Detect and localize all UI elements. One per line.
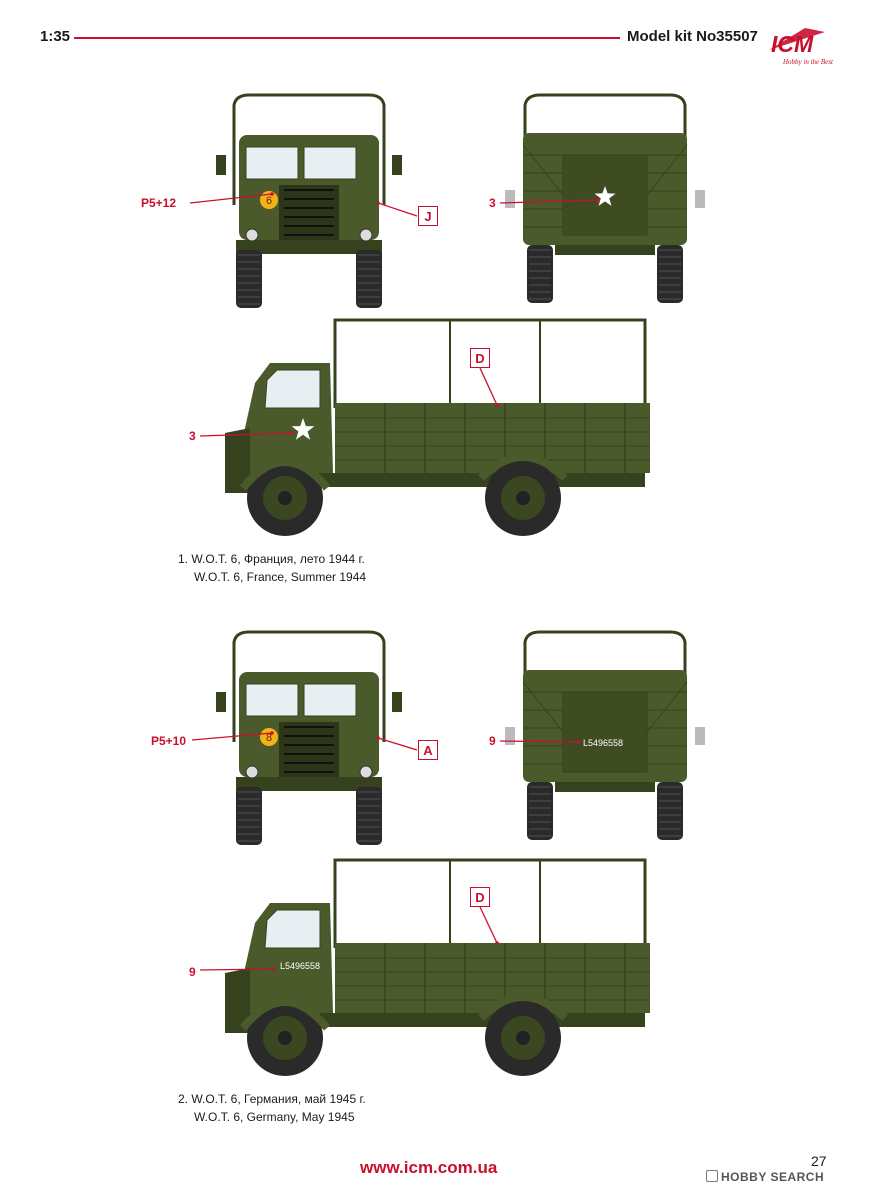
caption-1-line1: 1. W.O.T. 6, Франция, лето 1944 г. bbox=[178, 552, 365, 566]
truck-1-front-view: 6 bbox=[216, 93, 402, 308]
cargo-bed bbox=[335, 403, 650, 473]
caption-2-line1: 2. W.O.T. 6, Германия, май 1945 г. bbox=[178, 1092, 366, 1106]
headlight bbox=[359, 765, 373, 779]
truck-1-rear-view bbox=[505, 93, 705, 303]
callout-front-2: P5+10 bbox=[151, 734, 187, 748]
tire bbox=[356, 787, 382, 845]
mirror bbox=[505, 190, 515, 208]
header-rule bbox=[74, 37, 620, 39]
side-serial-plate: L5496558 bbox=[280, 961, 320, 971]
hub-cap bbox=[516, 1031, 530, 1045]
tire bbox=[527, 782, 553, 840]
bumper bbox=[236, 777, 382, 791]
part-box-front-2: A bbox=[418, 740, 438, 760]
mirror bbox=[392, 155, 402, 175]
tire bbox=[527, 245, 553, 303]
tire bbox=[657, 782, 683, 840]
cab-window bbox=[264, 369, 321, 409]
fender bbox=[478, 993, 568, 1021]
fender bbox=[239, 458, 331, 491]
headlight bbox=[245, 228, 259, 242]
mirror bbox=[392, 692, 402, 712]
bumper bbox=[236, 240, 382, 254]
headlight bbox=[245, 765, 259, 779]
white-star-icon bbox=[291, 418, 315, 440]
part-box-front-1: J bbox=[418, 206, 438, 226]
callout-front-1: P5+12 bbox=[141, 196, 177, 210]
icm-logo: ICM Hobby in the Best bbox=[769, 28, 834, 66]
mirror bbox=[695, 727, 705, 745]
truck-1-side-view bbox=[225, 318, 650, 536]
mirror bbox=[216, 692, 226, 712]
grille bbox=[279, 722, 339, 777]
caption-1: 1. W.O.T. 6, Франция, лето 1944 г. W.O.T… bbox=[178, 550, 366, 586]
grille bbox=[279, 185, 339, 240]
callout-side-2: 9 bbox=[189, 965, 196, 979]
truck-2-front-view: 8 bbox=[216, 630, 402, 845]
hub-cap bbox=[278, 1031, 292, 1045]
tire bbox=[356, 250, 382, 308]
headlight bbox=[359, 228, 373, 242]
truck-2-rear-view: L5496558 bbox=[505, 630, 705, 840]
windshield-left bbox=[245, 146, 299, 180]
icm-logo-text: ICM bbox=[771, 31, 814, 57]
hobbysearch-logo-icon bbox=[706, 1170, 718, 1182]
rear-axle bbox=[555, 245, 655, 255]
tire bbox=[657, 245, 683, 303]
hobbysearch-watermark: HOBBY SEARCH bbox=[706, 1170, 824, 1184]
windshield-right bbox=[303, 683, 357, 717]
mirror bbox=[695, 190, 705, 208]
badge-number: 6 bbox=[266, 195, 272, 207]
mirror bbox=[505, 727, 515, 745]
fender bbox=[239, 998, 331, 1031]
rear-axle bbox=[555, 782, 655, 792]
badge-number: 8 bbox=[266, 732, 272, 744]
part-box-side-1: D bbox=[470, 348, 490, 368]
model-kit-number: Model kit No35507 bbox=[627, 28, 758, 45]
footer-url[interactable]: www.icm.com.ua bbox=[360, 1158, 498, 1177]
tailgate bbox=[562, 691, 648, 773]
page-number: 27 bbox=[811, 1153, 827, 1169]
truck-2-side-view: L5496558 bbox=[225, 858, 650, 1076]
front-grille bbox=[225, 428, 250, 493]
tire bbox=[236, 250, 262, 308]
hub-cap bbox=[516, 491, 530, 505]
hub-cap bbox=[278, 491, 292, 505]
icm-logo-tagline: Hobby in the Best bbox=[782, 58, 834, 66]
rear-serial-plate: L5496558 bbox=[583, 738, 623, 748]
callout-rear-2: 9 bbox=[489, 734, 496, 748]
windshield-left bbox=[245, 683, 299, 717]
caption-2: 2. W.O.T. 6, Германия, май 1945 г. W.O.T… bbox=[178, 1090, 366, 1126]
windshield-right bbox=[303, 146, 357, 180]
hobbysearch-text: HOBBY SEARCH bbox=[721, 1170, 825, 1184]
caption-2-line2: W.O.T. 6, Germany, May 1945 bbox=[194, 1110, 355, 1124]
part-box-side-2: D bbox=[470, 887, 490, 907]
tire bbox=[236, 787, 262, 845]
callout-side-1: 3 bbox=[189, 429, 196, 443]
caption-1-line2: W.O.T. 6, France, Summer 1944 bbox=[194, 570, 367, 584]
fender bbox=[478, 453, 568, 481]
cab-window bbox=[264, 909, 321, 949]
scale-label: 1:35 bbox=[40, 28, 71, 45]
cargo-bed bbox=[335, 943, 650, 1013]
callout-rear-1: 3 bbox=[489, 196, 496, 210]
white-star-icon bbox=[594, 186, 616, 206]
mirror bbox=[216, 155, 226, 175]
front-grille bbox=[225, 968, 250, 1033]
